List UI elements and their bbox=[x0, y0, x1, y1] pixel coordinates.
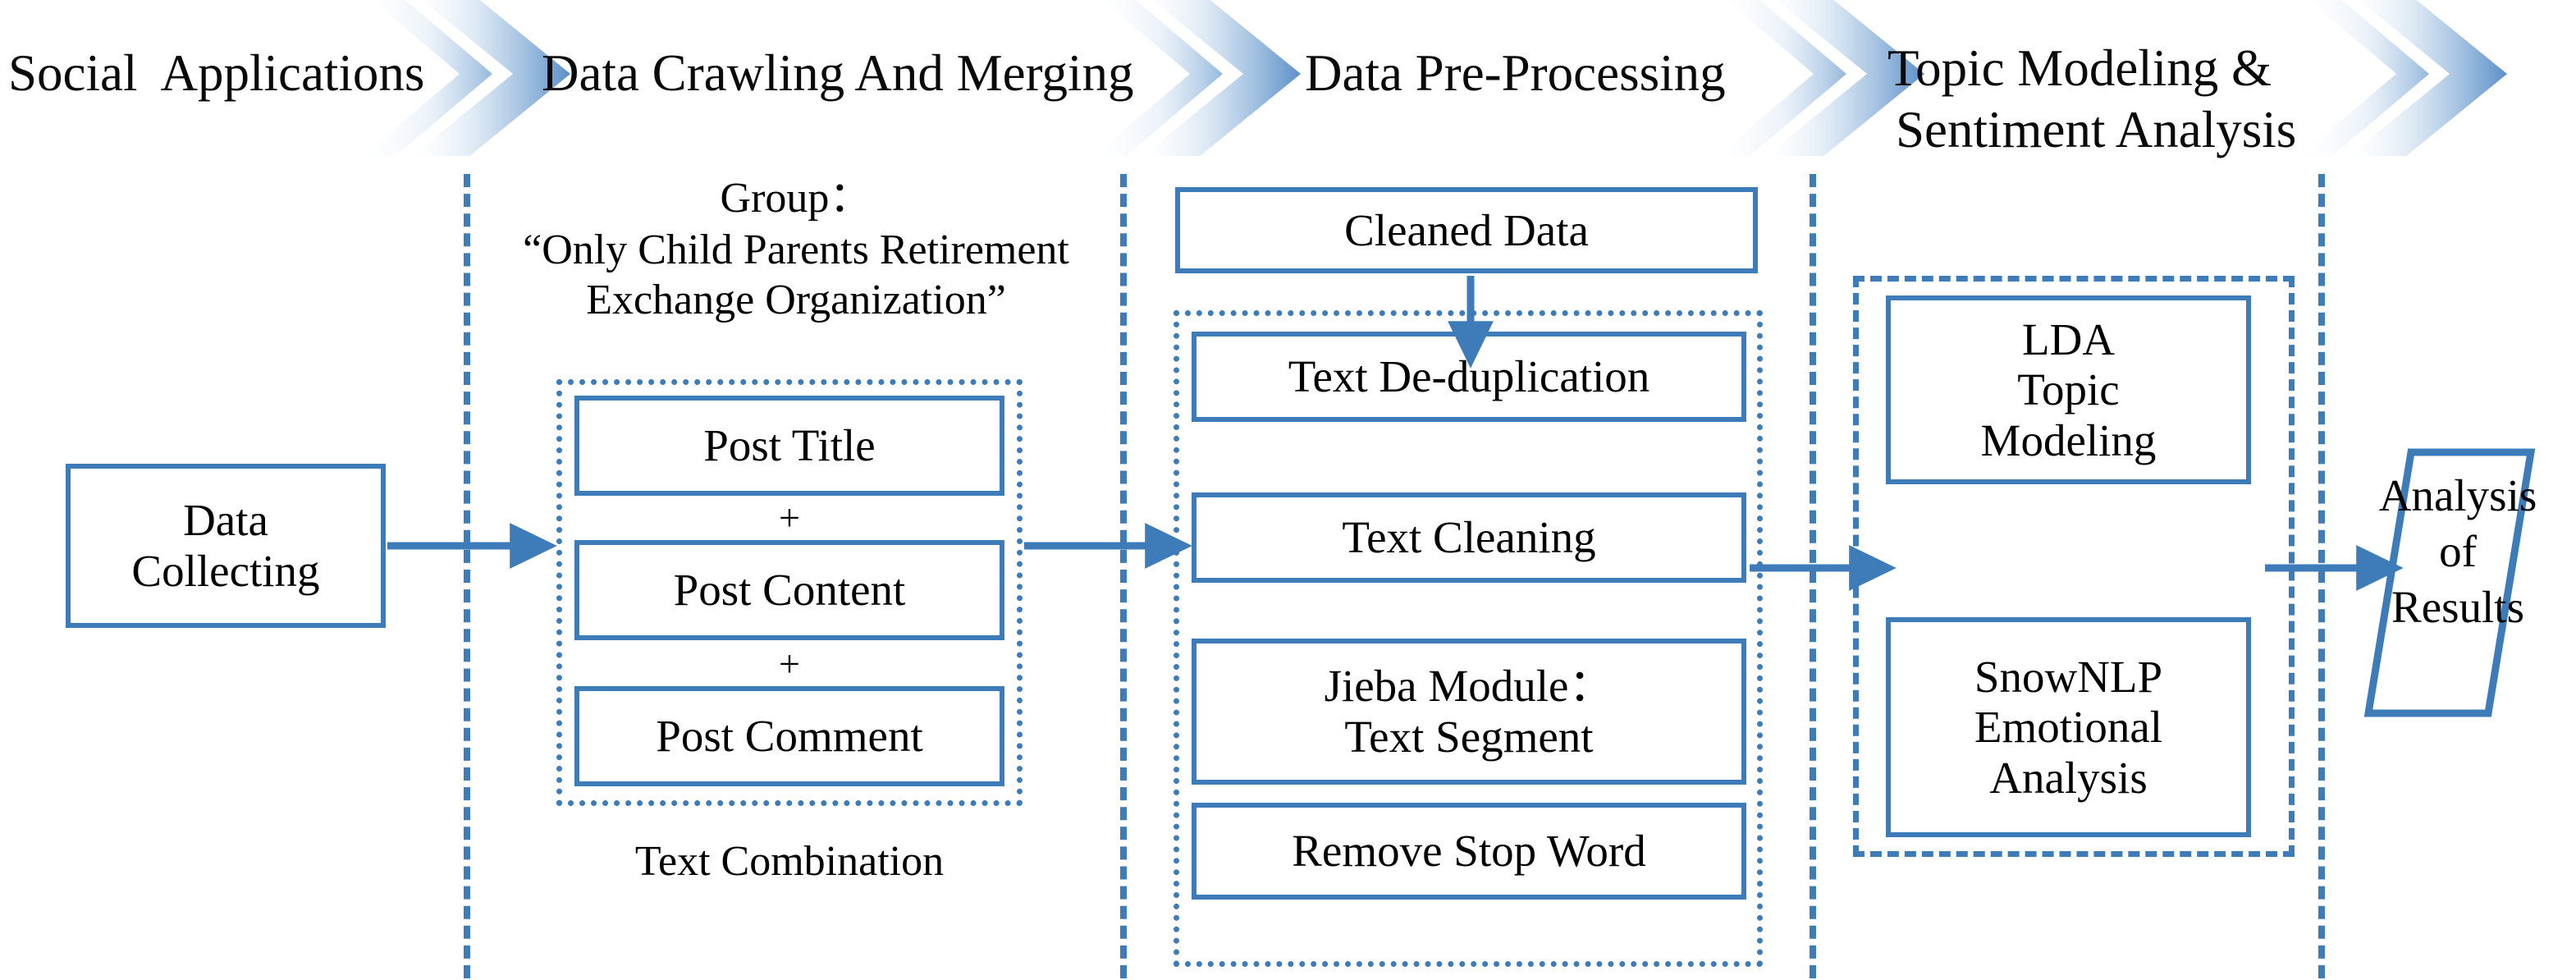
lda-line1: LDA bbox=[2021, 314, 2116, 364]
box-snownlp-emotional-analysis[interactable]: SnowNLP Emotional Analysis bbox=[1886, 617, 2251, 837]
analysis-of-results-line2: of bbox=[2439, 526, 2477, 576]
jieba-module-line2: Text Segment bbox=[1344, 712, 1594, 762]
post-comment-label: Post Comment bbox=[656, 711, 923, 762]
snownlp-line3: Analysis bbox=[1989, 752, 2148, 803]
box-post-content[interactable]: Post Content bbox=[574, 540, 1004, 640]
stage-header-social-applications: Social Applications bbox=[8, 44, 425, 102]
cleaned-data-label: Cleaned Data bbox=[1344, 204, 1589, 255]
stage-header-data-crawling-merging: Data Crawling And Merging bbox=[542, 44, 1134, 102]
text-cleaning-line1: Text Cleaning bbox=[1342, 512, 1596, 563]
analysis-of-results-line1: Analysis bbox=[2378, 470, 2537, 520]
stage-header-topic-sentiment-line2: Sentiment Analysis bbox=[1896, 101, 2297, 158]
group-caption-line: Group： bbox=[492, 174, 1100, 222]
box-lda-topic-modeling[interactable]: LDA Topic Modeling bbox=[1886, 295, 2251, 484]
box-post-title[interactable]: Post Title bbox=[574, 396, 1004, 496]
lda-line2: Topic bbox=[2017, 364, 2120, 415]
box-remove-stop-word[interactable]: Remove Stop Word bbox=[1192, 803, 1746, 900]
remove-stop-word-line1: Remove Stop Word bbox=[1292, 826, 1646, 877]
group-name-line2: Exchange Organization” bbox=[586, 277, 1006, 323]
stage-divider-2 bbox=[1120, 174, 1127, 978]
stage-header-data-pre-processing: Data Pre-Processing bbox=[1305, 44, 1726, 102]
jieba-module-line1: Jieba Module： bbox=[1324, 661, 1614, 712]
post-content-label: Post Content bbox=[673, 565, 906, 616]
box-jieba-module[interactable]: Jieba Module： Text Segment bbox=[1192, 639, 1746, 785]
lda-line3: Modeling bbox=[1980, 414, 2157, 465]
post-title-label: Post Title bbox=[703, 420, 876, 471]
group-caption-label: Group bbox=[720, 175, 830, 222]
stage-divider-3 bbox=[1810, 174, 1816, 978]
stage-header-topic-sentiment-line1: Topic Modeling & bbox=[1887, 39, 2272, 97]
stage-divider-1 bbox=[464, 174, 470, 978]
text-combination-caption: Text Combination bbox=[634, 838, 945, 885]
stage-divider-4 bbox=[2318, 174, 2325, 978]
data-collecting-line2: Collecting bbox=[131, 546, 320, 596]
data-collecting-line1: Data bbox=[183, 495, 268, 546]
chevron-4 bbox=[2299, 0, 2507, 156]
box-data-collecting[interactable]: Data Collecting bbox=[66, 464, 386, 628]
parallelogram-analysis-of-results[interactable] bbox=[2363, 447, 2536, 718]
box-cleaned-data[interactable]: Cleaned Data bbox=[1175, 187, 1758, 273]
analysis-of-results-line3: Results bbox=[2391, 582, 2524, 632]
text-combination-group bbox=[556, 379, 1023, 806]
box-post-comment[interactable]: Post Comment bbox=[574, 686, 1004, 786]
snownlp-line1: SnowNLP bbox=[1974, 651, 2163, 702]
group-caption-colon: ： bbox=[829, 175, 872, 222]
operator-plus-1: + bbox=[779, 497, 800, 538]
box-text-de-duplication[interactable]: Text De-duplication bbox=[1192, 332, 1746, 422]
snownlp-line2: Emotional bbox=[1974, 702, 2163, 753]
text-de-duplication-line1: Text De-duplication bbox=[1288, 351, 1650, 402]
box-text-cleaning[interactable]: Text Cleaning bbox=[1192, 492, 1746, 583]
group-name-line1: “Only Child Parents Retirement bbox=[523, 227, 1069, 273]
operator-plus-2: + bbox=[779, 643, 800, 685]
